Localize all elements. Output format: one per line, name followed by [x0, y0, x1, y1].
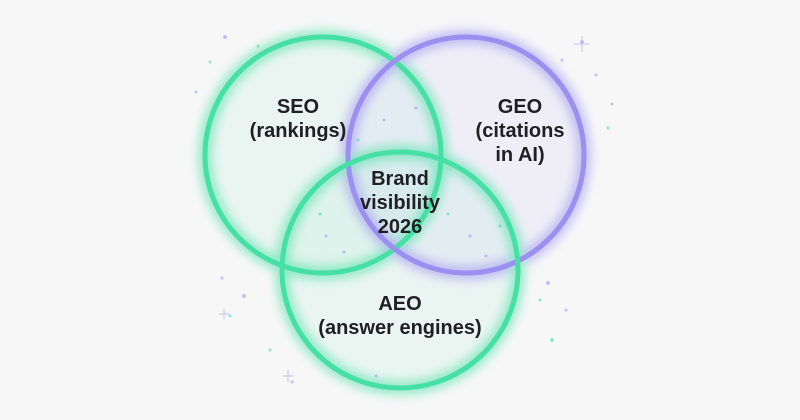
aeo-label: AEO (answer engines): [310, 292, 490, 340]
sparkles: [194, 35, 614, 384]
aeo-circle-fill: [282, 152, 518, 388]
aeo-circle: [279, 149, 521, 391]
geo-label-line: in AI): [495, 144, 545, 166]
geo-circle-fill: [348, 37, 584, 273]
geo-label-line: (citations: [475, 120, 565, 142]
seo-label-line: (rankings): [249, 120, 347, 142]
aeo-label-line: (answer engines): [318, 317, 482, 339]
seo-circle: [202, 34, 444, 276]
center-label-line: 2026: [377, 216, 423, 238]
geo-circle: [345, 34, 587, 276]
center-label-line: Brand: [371, 168, 429, 190]
geo-label: GEO (citations in AI): [430, 95, 610, 167]
center-label-line: visibility: [359, 192, 441, 214]
seo-label-line: SEO: [276, 96, 320, 118]
seo-label: SEO (rankings): [208, 95, 388, 143]
geo-label-line: GEO: [497, 96, 543, 118]
center-label: Brand visibility 2026: [320, 167, 480, 239]
seo-circle-fill: [205, 37, 441, 273]
aeo-label-line: AEO: [378, 293, 422, 315]
